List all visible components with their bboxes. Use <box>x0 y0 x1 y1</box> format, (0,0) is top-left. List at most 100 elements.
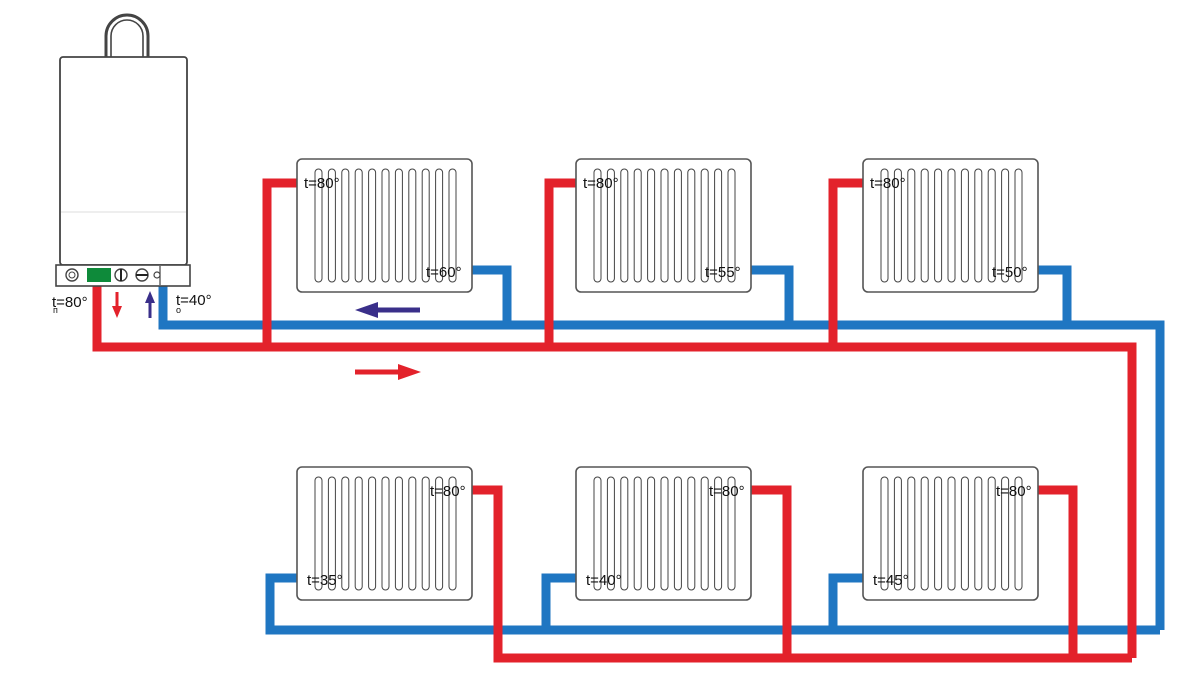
knob-icon <box>135 268 149 282</box>
knob-icon <box>114 268 128 282</box>
radiator-fin <box>593 168 602 283</box>
boiler-return-temp: t=40° <box>176 292 212 309</box>
flue-inner <box>110 19 144 57</box>
radiator-fin <box>633 476 642 591</box>
display-screen <box>87 268 111 282</box>
radiator-fin <box>714 168 723 283</box>
boiler: t=80° п t=40° о <box>52 13 212 318</box>
radiator-outlet-temp: t=40° <box>586 572 622 589</box>
return-main-top <box>158 286 1165 630</box>
radiator-fin <box>920 476 929 591</box>
radiator-fin <box>368 168 377 283</box>
radiator-fin <box>700 476 709 591</box>
gauge-icon <box>65 268 79 282</box>
radiator-outlet-temp: t=35° <box>307 572 343 589</box>
radiator-fin <box>934 168 943 283</box>
radiator: t=80° t=50° <box>862 158 1039 293</box>
boiler-supply-temp: t=80° <box>52 294 88 311</box>
radiator-fin <box>368 476 377 591</box>
radiator-fin <box>620 476 629 591</box>
arrow-left-icon <box>355 302 420 318</box>
boiler-supply-temp-subscript: п <box>53 305 58 315</box>
radiator-fin <box>960 168 969 283</box>
radiator-fin <box>448 476 457 591</box>
radiator-fin <box>947 476 956 591</box>
radiator-fin <box>727 476 736 591</box>
supply-pipes <box>92 178 1137 663</box>
return-main-bottom <box>265 573 1160 635</box>
radiator-inlet-temp: t=80° <box>870 175 906 192</box>
radiator-fin <box>700 168 709 283</box>
radiator-inlet-temp: t=80° <box>583 175 619 192</box>
arrow-right-icon <box>355 364 421 380</box>
radiator: t=80° t=45° <box>862 466 1039 601</box>
radiator: t=80°t=40° <box>575 466 752 601</box>
arrow-up-icon <box>145 291 155 318</box>
radiator-fin <box>327 476 336 591</box>
supply-main-top <box>92 286 1137 658</box>
radiator-fin <box>341 168 350 283</box>
radiator-fin <box>987 168 996 283</box>
radiator-fin <box>394 168 403 283</box>
radiator-fin <box>421 476 430 591</box>
flue-pipe <box>104 13 150 57</box>
return-branch-top-3 <box>1035 265 1072 325</box>
radiator-fin <box>880 168 889 283</box>
radiator-fin <box>327 168 336 283</box>
radiator-fin <box>960 476 969 591</box>
radiator-fin <box>435 168 444 283</box>
radiator-fin <box>633 168 642 283</box>
radiators: t=80°t=60°t=80°t=55°t=80°t=50°t=80°t=35°… <box>296 158 1039 601</box>
radiator-fin <box>408 168 417 283</box>
radiator-fin <box>314 168 323 283</box>
radiator-inlet-temp: t=80° <box>996 483 1032 500</box>
return-branch-top-1 <box>470 265 512 325</box>
radiator-outlet-temp: t=45° <box>873 572 909 589</box>
radiator-fin <box>448 168 457 283</box>
radiator-outlet-temp: t=50° <box>992 264 1028 281</box>
radiator-fin <box>660 476 669 591</box>
indicator-icon <box>153 271 161 279</box>
radiator-fin <box>620 168 629 283</box>
radiator-fin <box>974 476 983 591</box>
boiler-return-temp-subscript: о <box>176 305 181 315</box>
radiator-fin <box>354 476 363 591</box>
supply-branch-bottom-3 <box>1035 485 1078 658</box>
return-branch-bottom-3 <box>828 573 865 630</box>
radiator-outlet-temp: t=60° <box>426 264 462 281</box>
radiator-fin <box>1014 168 1023 283</box>
radiator-fin <box>727 168 736 283</box>
supply-main-bottom <box>470 485 1132 663</box>
radiator: t=80°t=35° <box>296 466 473 601</box>
supply-branch-bottom-2 <box>750 485 792 658</box>
radiator-fin <box>647 476 656 591</box>
radiator-fin <box>381 476 390 591</box>
arrow-down-icon <box>112 292 122 318</box>
radiator-fin <box>1014 476 1023 591</box>
radiator-fin <box>341 476 350 591</box>
radiator-fin <box>687 168 696 283</box>
radiator-fin <box>880 476 889 591</box>
radiator-fin <box>920 168 929 283</box>
radiator-fin <box>673 168 682 283</box>
radiator-fin <box>893 476 902 591</box>
return-branch-bottom-2 <box>541 573 578 630</box>
return-pipes <box>158 265 1165 635</box>
radiator-fin <box>408 476 417 591</box>
radiator-fin <box>314 476 323 591</box>
radiator: t=80°t=60° <box>296 158 473 293</box>
radiator-outlet-temp: t=55° <box>705 264 741 281</box>
radiator-fin <box>893 168 902 283</box>
supply-branch-top-3 <box>828 178 865 347</box>
radiator-fin <box>593 476 602 591</box>
radiator-fin <box>606 168 615 283</box>
radiator-fin <box>1001 168 1010 283</box>
boiler-casing <box>59 56 188 266</box>
radiator-fin <box>673 476 682 591</box>
radiator-fin <box>354 168 363 283</box>
radiator-fin <box>606 476 615 591</box>
radiator-fin <box>394 476 403 591</box>
radiator: t=80° t=55° <box>575 158 752 293</box>
radiator-fin <box>1001 476 1010 591</box>
